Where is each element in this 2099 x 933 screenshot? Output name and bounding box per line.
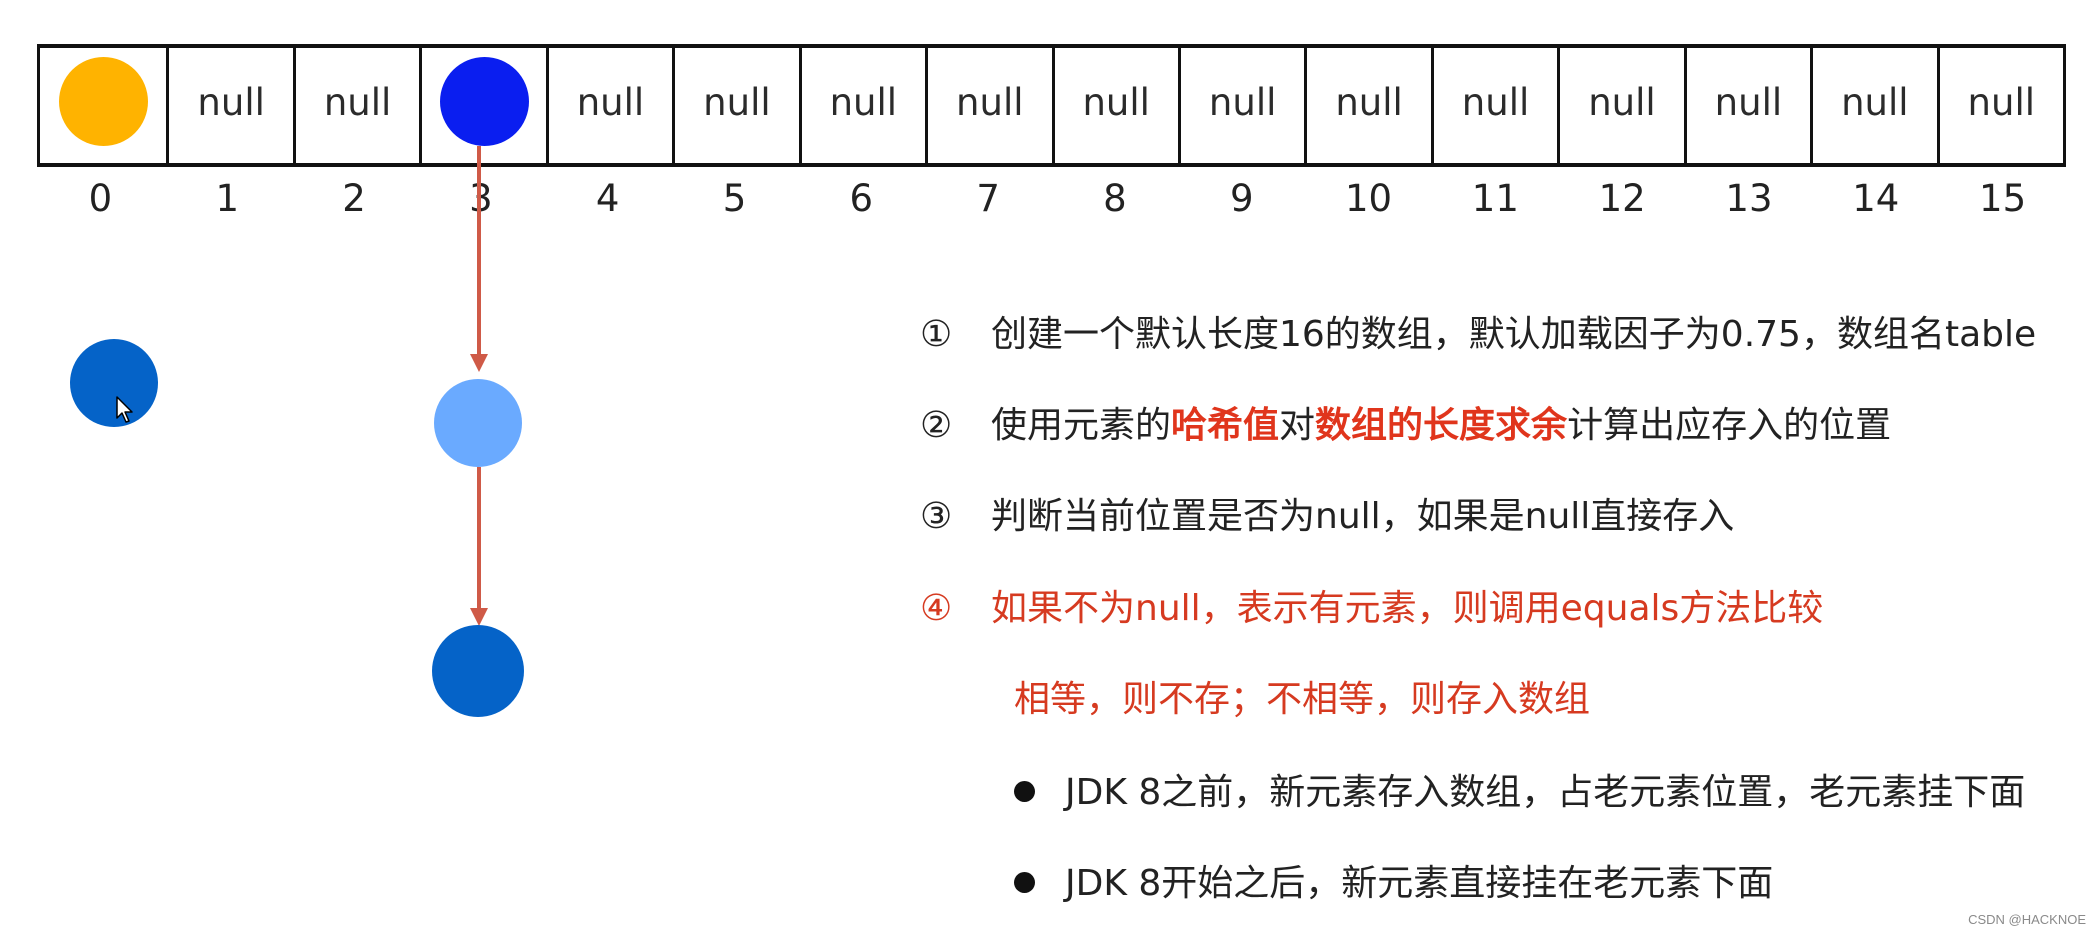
- array-cell-3: [419, 48, 545, 163]
- array-cell-0: [40, 48, 166, 163]
- array-cell-6: null: [798, 48, 925, 163]
- step-number: ③: [920, 496, 953, 537]
- array-index-label: 12: [1598, 177, 1646, 220]
- cell-value-null: null: [829, 81, 898, 124]
- array-cell-14: null: [1810, 48, 1936, 163]
- bullet-dot: [1014, 871, 1035, 893]
- array-index-label: 5: [722, 177, 747, 220]
- array-index-label: 11: [1471, 177, 1519, 220]
- step-3: ③ 判断当前位置是否为null，如果是null直接存入: [920, 492, 1734, 542]
- step-text-middle: 对: [1279, 405, 1316, 446]
- step-text: 判断当前位置是否为null，如果是null直接存入: [991, 496, 1735, 537]
- bullet-text: JDK 8之前，新元素存入数组，占老元素位置，老元素挂下面: [1065, 772, 2026, 813]
- stored-node-3: [439, 57, 529, 146]
- bullet-item: JDK 8之前，新元素存入数组，占老元素位置，老元素挂下面: [1014, 768, 2025, 818]
- array-cell-7: null: [925, 48, 1051, 163]
- array-index-label: 15: [1979, 177, 2027, 220]
- cell-value-null: null: [1208, 81, 1277, 124]
- highlight-modulo: 数组的长度求余: [1315, 405, 1568, 446]
- mouse-pointer-icon: [116, 396, 133, 423]
- cell-value-null: null: [956, 81, 1024, 124]
- highlight-hash-value: 哈希值: [1171, 405, 1280, 446]
- hash-array: null null null null null null null null null null…: [37, 44, 2066, 167]
- step-text: 创建一个默认长度16的数组，默认加载因子为0.75，数组名table: [991, 314, 2037, 355]
- step-number: ④: [920, 588, 953, 629]
- arrow-head: [470, 608, 488, 626]
- array-cell-10: null: [1304, 48, 1430, 163]
- array-cell-12: null: [1557, 48, 1683, 163]
- array-index-label: 9: [1229, 177, 1254, 220]
- cell-value-null: null: [1714, 81, 1783, 124]
- bullet-dot: [1014, 780, 1035, 802]
- array-cell-13: null: [1683, 48, 1810, 163]
- cell-value-null: null: [1082, 81, 1150, 124]
- array-index-label: 0: [88, 177, 113, 220]
- chain-node-2: [432, 625, 524, 717]
- array-cell-15: null: [1936, 48, 2063, 163]
- array-index-label: 2: [342, 177, 366, 220]
- cell-value-null: null: [1461, 81, 1530, 124]
- array-cell-2: null: [292, 48, 419, 163]
- step-number: ①: [920, 314, 953, 355]
- bullet-item: JDK 8开始之后，新元素直接挂在老元素下面: [1014, 859, 1773, 909]
- array-index-label: 4: [595, 177, 620, 220]
- array-index-label: 10: [1344, 177, 1393, 220]
- array-index-label: 6: [849, 177, 874, 220]
- arrow-to-chain-node-2: [470, 467, 488, 626]
- array-index-label: 13: [1725, 177, 1773, 220]
- step-4-detail: 相等，则不存；不相等，则存入数组: [1014, 679, 1591, 720]
- array-index-label: 7: [976, 177, 1000, 220]
- watermark: CSDN @HACKNOE: [1968, 912, 2086, 927]
- array-index-label: 3: [469, 177, 493, 220]
- step-2: ② 使用元素的哈希值对数组的长度求余计算出应存入的位置: [920, 401, 1891, 451]
- array-index-label: 14: [1852, 177, 1900, 220]
- cell-value-null: null: [1967, 81, 2036, 124]
- arrow-head: [470, 354, 488, 372]
- step-4: ④ 如果不为null，表示有元素，则调用equals方法比较: [920, 584, 1823, 634]
- cell-value-null: null: [576, 81, 645, 124]
- step-text: 如果不为null，表示有元素，则调用equals方法比较: [991, 588, 1824, 629]
- chain-node-1: [434, 379, 522, 467]
- step-text-suffix: 计算出应存入的位置: [1567, 405, 1892, 446]
- array-index-label: 8: [1103, 177, 1127, 220]
- cell-value-null: null: [1588, 81, 1656, 124]
- array-index-label: 1: [215, 177, 239, 220]
- array-cell-5: null: [672, 48, 798, 163]
- cell-value-null: null: [323, 81, 392, 124]
- cell-value-null: null: [1335, 81, 1403, 124]
- array-cell-4: null: [545, 48, 672, 163]
- step-number: ②: [920, 405, 953, 446]
- array-cell-11: null: [1430, 48, 1557, 163]
- incoming-element-node[interactable]: [70, 339, 158, 427]
- array-cell-9: null: [1177, 48, 1304, 163]
- cell-value-null: null: [197, 81, 265, 124]
- stored-node-0: [58, 57, 148, 146]
- cell-value-null: null: [703, 81, 771, 124]
- array-cell-1: null: [166, 48, 292, 163]
- cell-value-null: null: [1841, 81, 1909, 124]
- array-cell-8: null: [1051, 48, 1178, 163]
- bullet-text: JDK 8开始之后，新元素直接挂在老元素下面: [1065, 863, 1774, 904]
- step-1: ① 创建一个默认长度16的数组，默认加载因子为0.75，数组名table: [920, 310, 2036, 360]
- step-text-prefix: 使用元素的: [991, 405, 1172, 446]
